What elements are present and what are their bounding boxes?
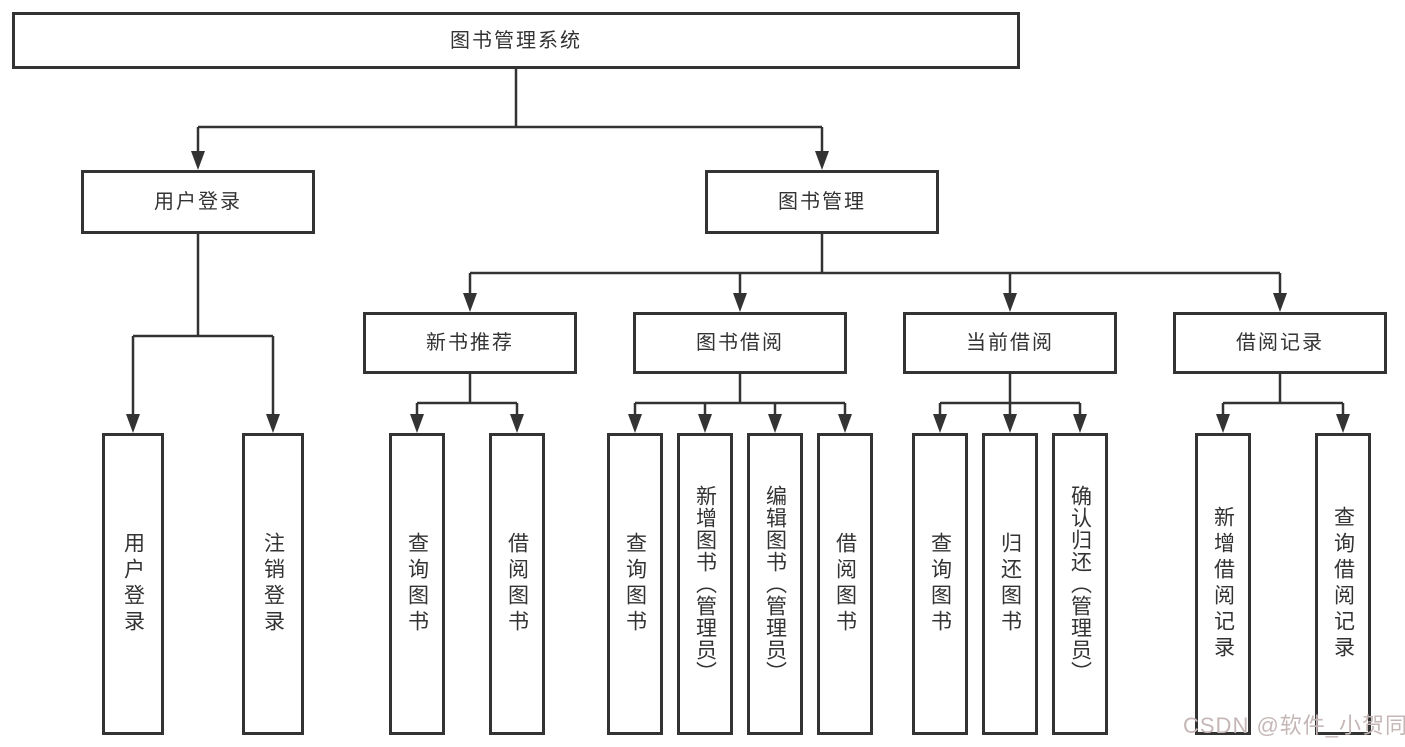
node-label: 图书管理 bbox=[778, 191, 866, 213]
leaf-add-book-admin: 新增图书（管理员） bbox=[677, 433, 733, 735]
leaf-edit-book-admin: 编辑图书（管理员） bbox=[747, 433, 803, 735]
leaf-borrow-books-borrowing: 借阅图书 bbox=[817, 433, 873, 735]
leaf-add-borrow-record: 新增借阅记录 bbox=[1195, 433, 1251, 735]
leaf-query-books-recommendation: 查询图书 bbox=[389, 433, 445, 735]
leaf-return-books: 归还图书 bbox=[982, 433, 1038, 735]
node-current-borrowing: 当前借阅 bbox=[903, 312, 1117, 374]
csdn-watermark: CSDN @软件_小贺同学 bbox=[1183, 713, 1405, 738]
node-label: 新增图书（管理员） bbox=[693, 485, 717, 683]
leaf-query-books-borrowing: 查询图书 bbox=[607, 433, 663, 735]
node-label: 编辑图书（管理员） bbox=[763, 485, 787, 683]
node-label: 确认归还（管理员） bbox=[1068, 485, 1092, 683]
node-label: 归还图书 bbox=[998, 532, 1022, 636]
connector-user-login-children bbox=[126, 234, 280, 433]
node-borrowing-records: 借阅记录 bbox=[1173, 312, 1387, 374]
node-label: 查询借阅记录 bbox=[1331, 506, 1355, 662]
connector-new-book-children bbox=[410, 374, 524, 433]
leaf-confirm-return-admin: 确认归还（管理员） bbox=[1052, 433, 1108, 735]
node-label: 借阅记录 bbox=[1236, 332, 1324, 354]
connector-root-to-level2 bbox=[191, 69, 829, 170]
leaf-borrow-books-recommendation: 借阅图书 bbox=[489, 433, 545, 735]
node-label: 图书借阅 bbox=[696, 332, 784, 354]
node-label: 用户登录 bbox=[154, 191, 242, 213]
node-label: 图书管理系统 bbox=[450, 29, 582, 52]
leaf-query-books-current: 查询图书 bbox=[912, 433, 968, 735]
leaf-logout: 注销登录 bbox=[242, 433, 304, 735]
connector-book-management-children bbox=[463, 234, 1287, 312]
node-new-book-recommendation: 新书推荐 bbox=[363, 312, 577, 374]
node-label: 借阅图书 bbox=[505, 532, 529, 636]
node-book-management: 图书管理 bbox=[705, 170, 939, 234]
node-label: 新增借阅记录 bbox=[1211, 506, 1235, 662]
leaf-query-borrow-record: 查询借阅记录 bbox=[1315, 433, 1371, 735]
leaf-user-login: 用户登录 bbox=[102, 433, 164, 735]
connector-current-borrowing-children bbox=[933, 374, 1087, 433]
connector-borrowing-records-children bbox=[1216, 374, 1350, 433]
node-label: 借阅图书 bbox=[833, 532, 857, 636]
node-label: 用户登录 bbox=[121, 532, 145, 636]
node-label: 新书推荐 bbox=[426, 332, 514, 354]
node-label: 查询图书 bbox=[405, 532, 429, 636]
node-library-management-system: 图书管理系统 bbox=[12, 12, 1020, 69]
node-label: 查询图书 bbox=[623, 532, 647, 636]
node-label: 当前借阅 bbox=[966, 332, 1054, 354]
node-label: 查询图书 bbox=[928, 532, 952, 636]
node-label: 注销登录 bbox=[261, 532, 285, 636]
connector-book-borrowing-children bbox=[628, 374, 852, 433]
node-user-login: 用户登录 bbox=[81, 170, 315, 234]
node-book-borrowing: 图书借阅 bbox=[633, 312, 847, 374]
